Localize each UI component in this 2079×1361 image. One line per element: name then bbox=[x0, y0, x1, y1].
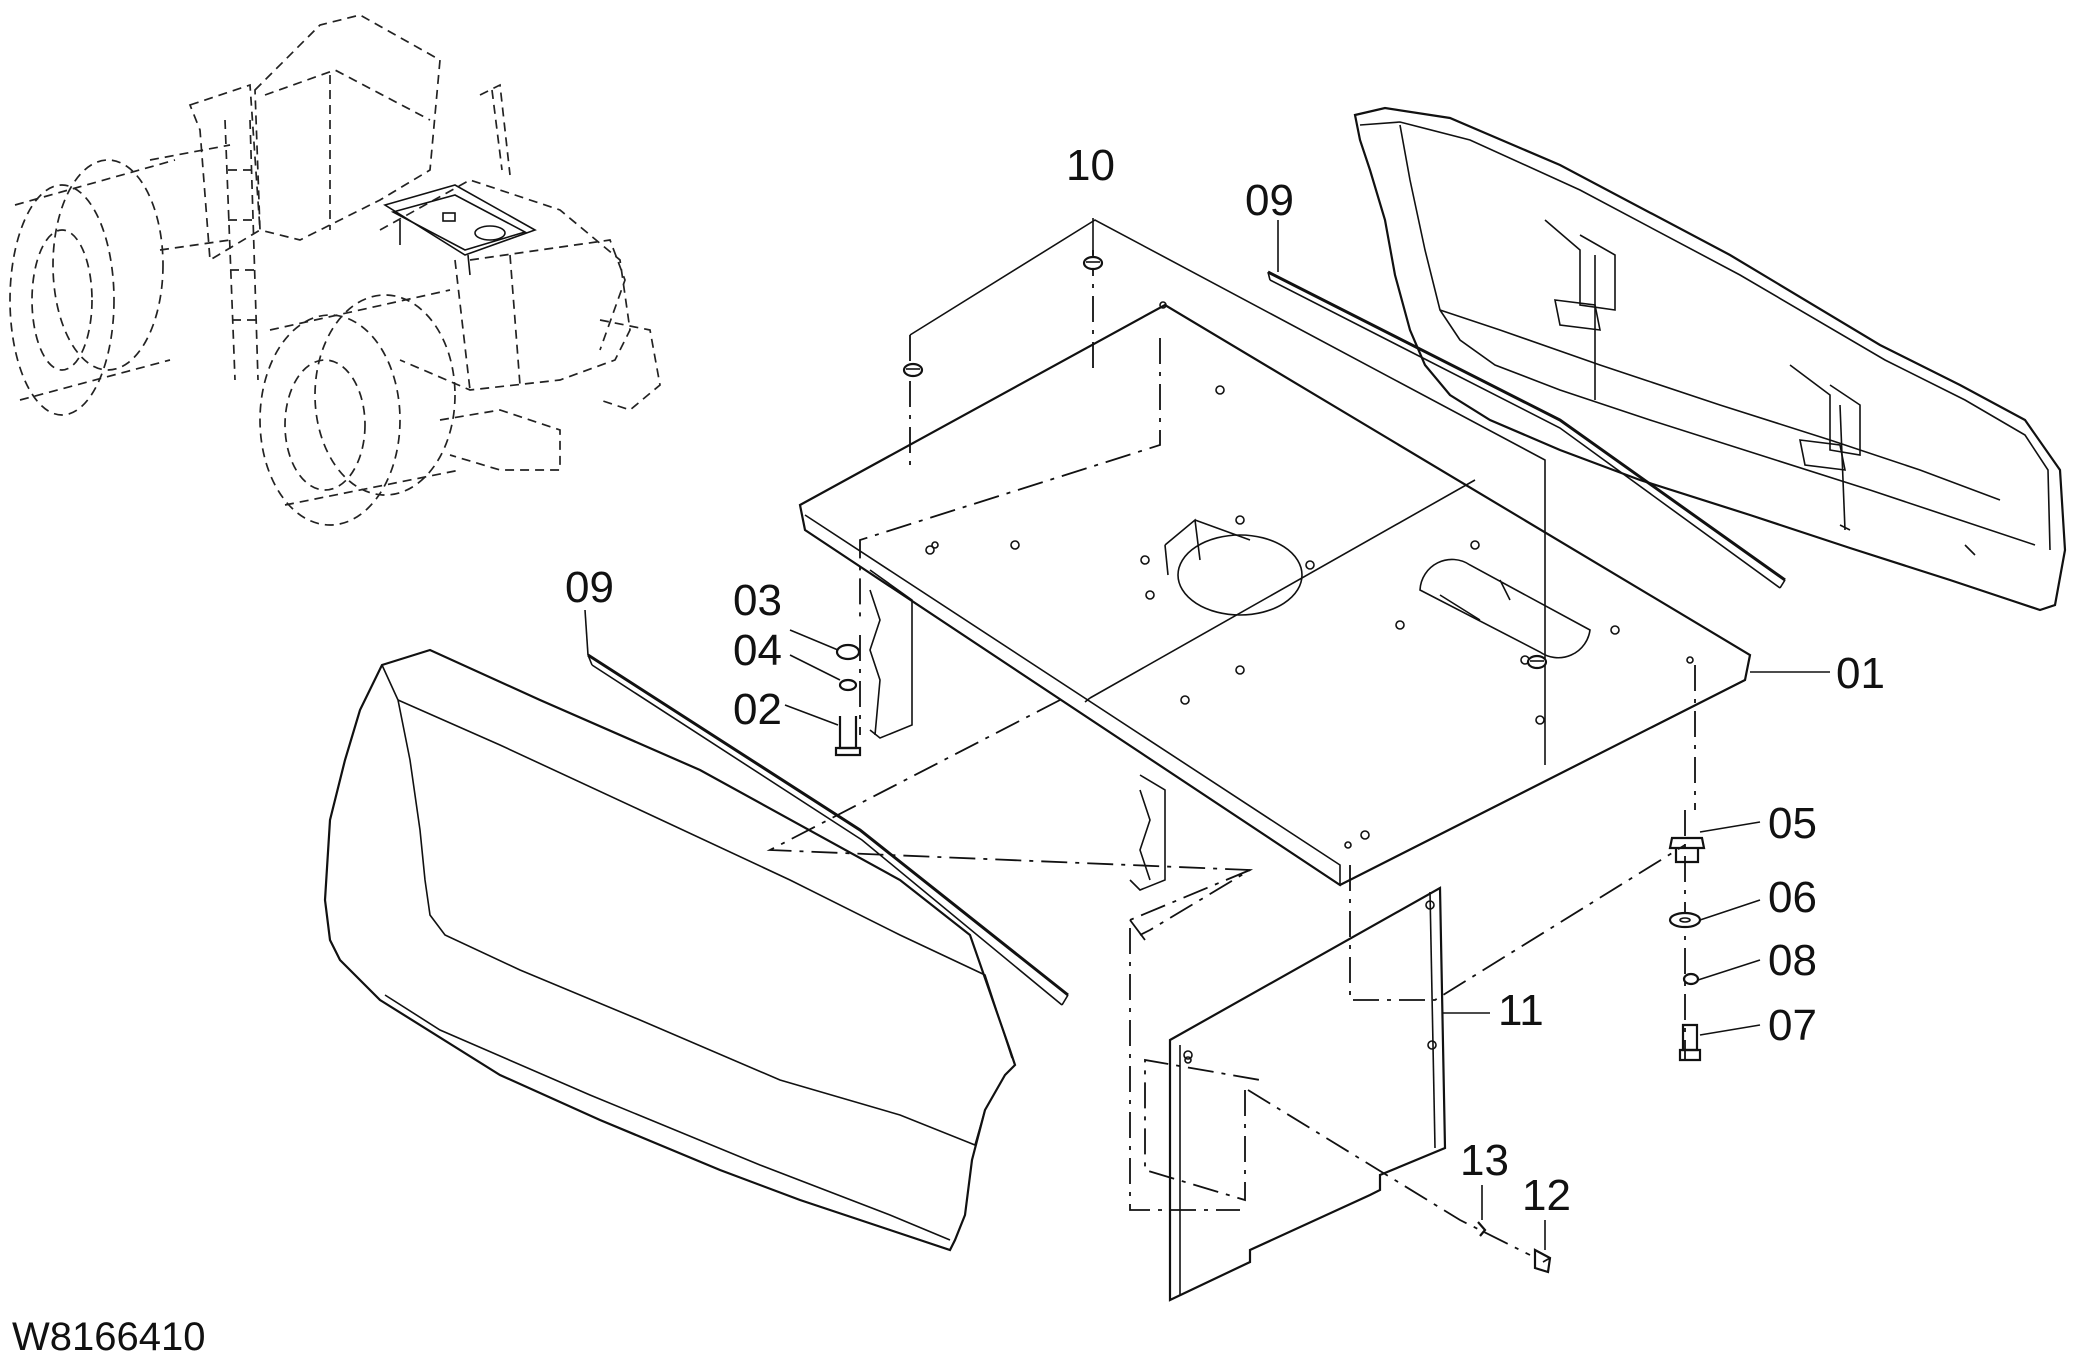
callout-08: 08 bbox=[1768, 936, 1817, 985]
callout-12: 12 bbox=[1522, 1171, 1571, 1220]
callout-11: 11 bbox=[1498, 986, 1544, 1035]
callout-09-right: 09 bbox=[1245, 176, 1294, 225]
callout-01: 01 bbox=[1836, 649, 1885, 698]
callout-02: 02 bbox=[733, 685, 782, 734]
fasteners-right bbox=[1668, 836, 1706, 1062]
callout-06: 06 bbox=[1768, 873, 1817, 922]
callout-13: 13 bbox=[1460, 1136, 1509, 1185]
fasteners-left bbox=[834, 643, 862, 757]
callout-07: 07 bbox=[1768, 1001, 1817, 1050]
callout-09-left: 09 bbox=[565, 563, 614, 612]
side-panel bbox=[1168, 886, 1447, 1302]
fasteners-10 bbox=[902, 255, 1548, 670]
seal-strip-right bbox=[1267, 270, 1786, 589]
callout-10: 10 bbox=[1066, 141, 1115, 190]
callout-04: 04 bbox=[733, 626, 782, 675]
machine-overview bbox=[9, 14, 661, 526]
fasteners-bottom bbox=[1477, 1221, 1552, 1274]
callouts: 01 02 03 04 05 06 07 08 09 09 10 11 12 1… bbox=[565, 141, 1885, 1220]
floor-plate bbox=[798, 301, 1752, 891]
right-side-cover bbox=[1353, 106, 2067, 612]
assembly-lines bbox=[766, 219, 1696, 1256]
callout-05: 05 bbox=[1768, 799, 1817, 848]
seal-strip-left bbox=[587, 653, 1069, 1006]
callout-03: 03 bbox=[733, 576, 782, 625]
left-side-cover bbox=[323, 648, 1017, 1252]
leader-lines bbox=[584, 218, 1830, 1250]
drawing-number: W8166410 bbox=[12, 1315, 205, 1359]
